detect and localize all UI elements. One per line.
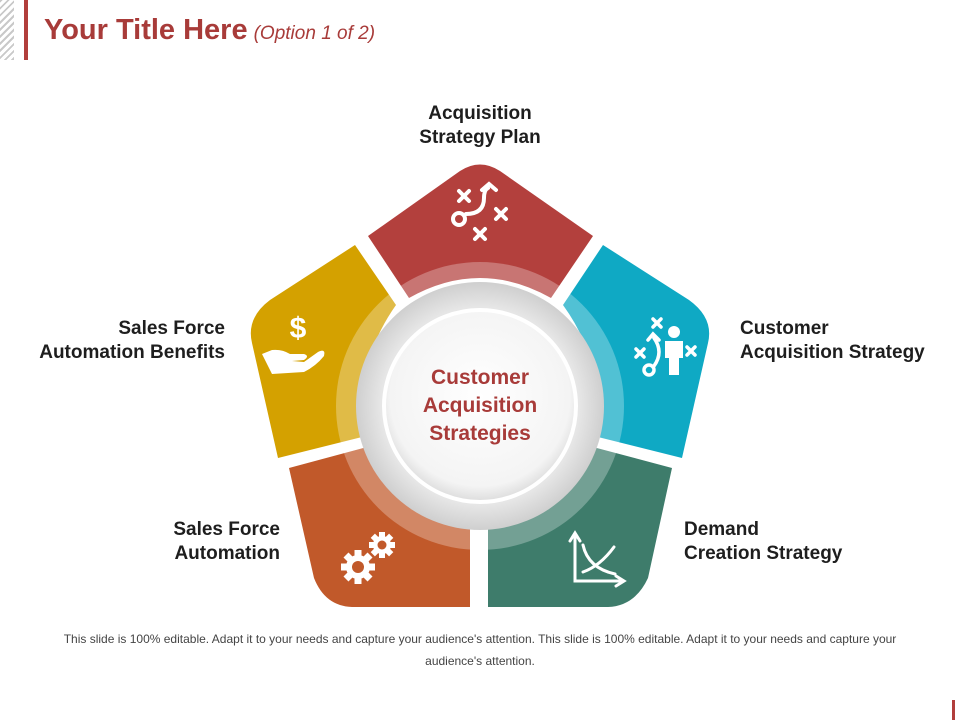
footer-accent-mark (952, 700, 955, 720)
label-sales-force-automation-benefits: Sales Force Automation Benefits (39, 318, 225, 363)
customer-strategy-icon (634, 317, 697, 377)
footer-note: This slide is 100% editable. Adapt it to… (40, 628, 920, 672)
segment-sales-force-automation[interactable] (289, 447, 470, 607)
center-circle (382, 308, 578, 504)
gears-icon (341, 532, 395, 584)
center-title: Customer Acquisition Strategies (422, 366, 538, 445)
slide-header: Your Title Here(Option 1 of 2) (44, 14, 375, 47)
footer-line-2[interactable]: audience's attention. (425, 654, 535, 668)
label-sales-force-automation: Sales Force Automation (173, 519, 280, 564)
demand-curve-chart-icon (568, 530, 627, 588)
label-demand-creation-strategy: Demand Creation Strategy (684, 519, 843, 564)
segment-demand-creation-strategy[interactable] (488, 447, 672, 607)
dollar-hand-icon: $ (262, 312, 325, 374)
slide-title[interactable]: Your Title Here (44, 14, 248, 46)
title-accent-bar (24, 0, 28, 60)
slide-subtitle[interactable]: (Option 1 of 2) (253, 23, 376, 44)
label-acquisition-strategy-plan: Acquisition Strategy Plan (419, 103, 541, 148)
label-customer-acquisition-strategy: Customer Acquisition Strategy (740, 318, 925, 363)
footer-line-1[interactable]: This slide is 100% editable. Adapt it to… (63, 632, 897, 646)
corner-stripe-decoration (0, 0, 14, 60)
svg-text:$: $ (290, 312, 307, 345)
strategy-play-icon (451, 181, 508, 241)
